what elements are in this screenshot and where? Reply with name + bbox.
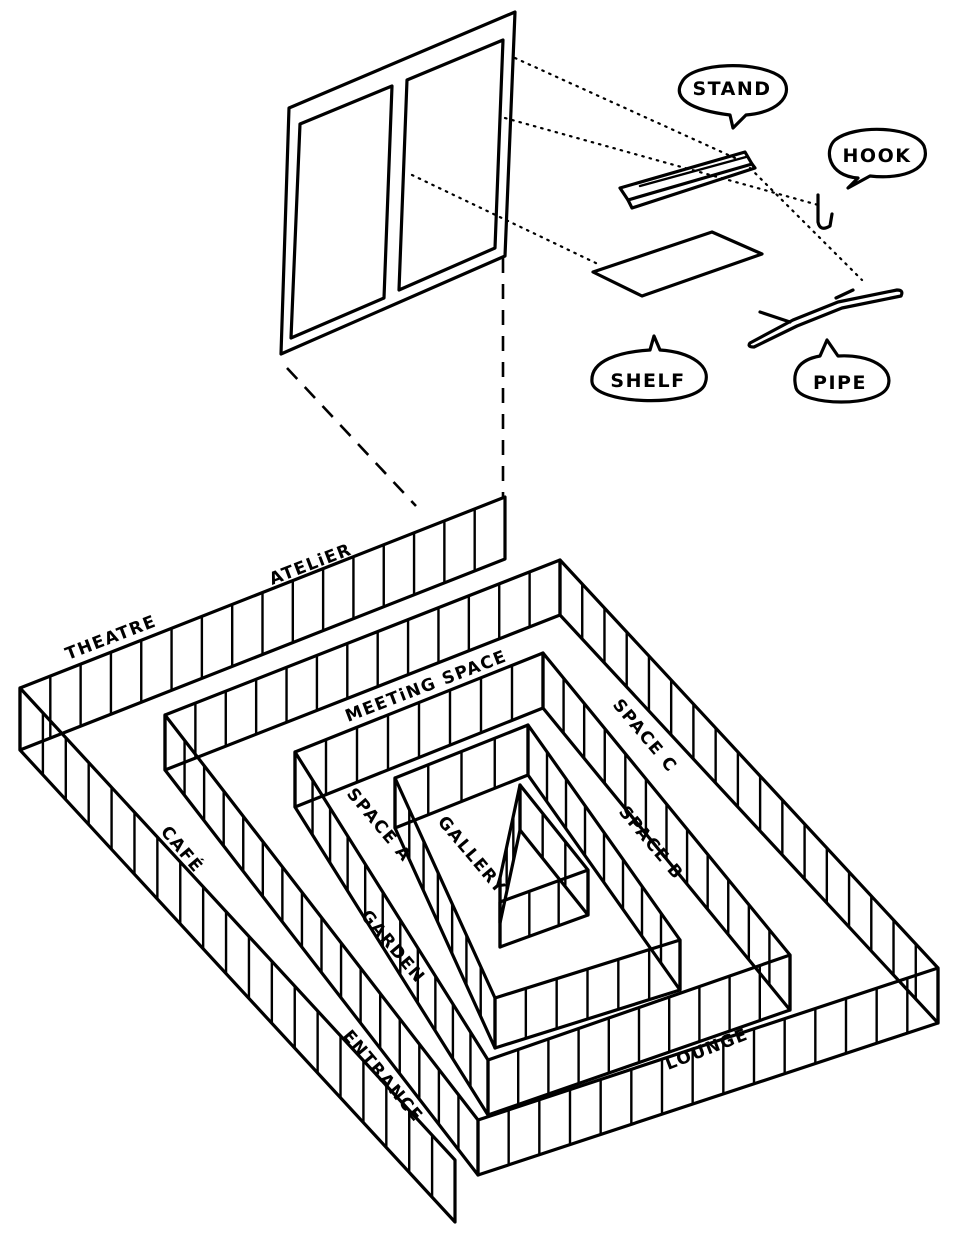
callout-stand: STAND [677, 64, 789, 130]
ring-1-front-wall [476, 966, 940, 1177]
floor-plan-walls [18, 495, 940, 1224]
gallery-block-front-wall [498, 868, 590, 949]
ring-2-front-wall [486, 953, 792, 1117]
projection-lines [286, 258, 505, 507]
pipe-label: PIPE [813, 372, 867, 394]
shelf-part [591, 230, 764, 298]
room-label-cafe: CAFÉ [156, 821, 208, 877]
leader-lines [410, 56, 864, 282]
wall-panel-right-window [397, 38, 505, 292]
hook-label: HOOK [843, 145, 912, 167]
room-label-atelier: ATELiER [267, 540, 355, 590]
callout-pipe: PIPE [793, 338, 891, 404]
wall-panel-outline [279, 10, 517, 356]
hook-part [816, 193, 834, 230]
wall-panel-left-window [289, 84, 394, 340]
stand-label: STAND [692, 78, 771, 100]
callout-shelf: SHELF [590, 334, 708, 403]
room-label-meeting-space: MEETiNG SPACE [343, 647, 510, 727]
pipe-part [747, 288, 904, 349]
stand-part [618, 150, 757, 210]
callout-hook: HOOK [827, 127, 927, 190]
wall-panel [279, 10, 517, 356]
outer-left-wall [18, 686, 457, 1224]
shelf-label: SHELF [610, 370, 685, 392]
